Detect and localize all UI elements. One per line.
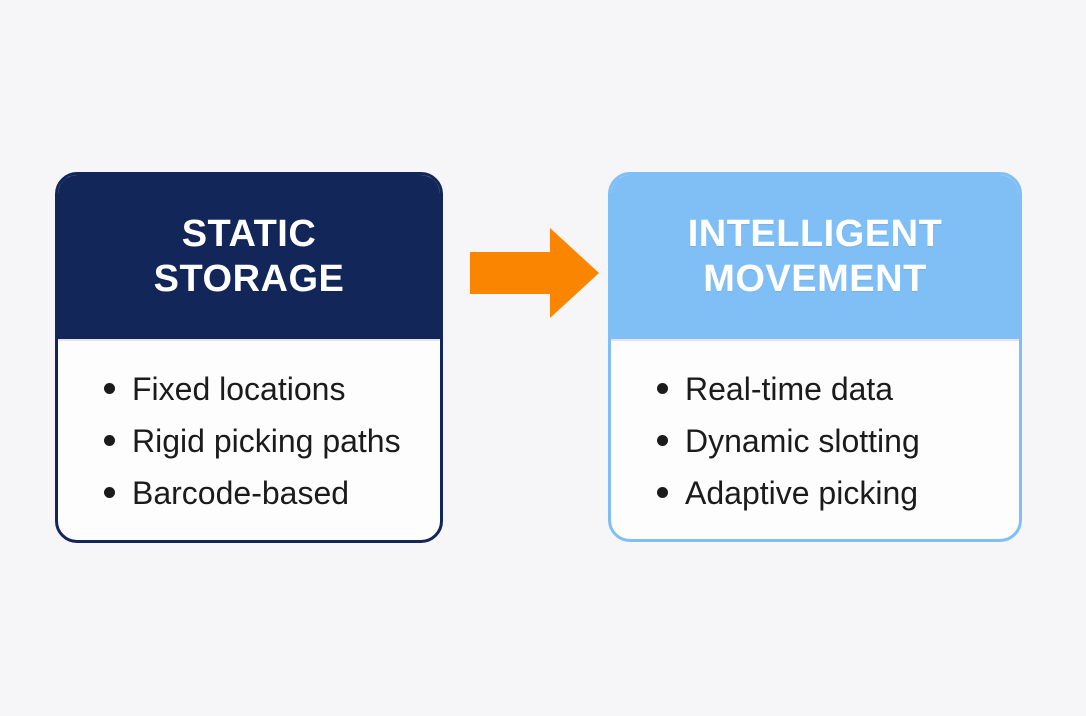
list-item: Barcode-based <box>104 467 440 519</box>
list-item-label: Fixed locations <box>132 370 346 407</box>
list-item: Fixed locations <box>104 363 440 415</box>
list-item: Real-time data <box>657 363 1019 415</box>
bullet-icon <box>104 487 115 498</box>
bullet-icon <box>657 487 668 498</box>
list-item: Rigid picking paths <box>104 415 440 467</box>
card-static-storage: STATIC STORAGE Fixed locations Rigid pic… <box>55 172 443 543</box>
list-item-label: Dynamic slotting <box>685 422 920 459</box>
bullet-icon <box>657 435 668 446</box>
list-item: Adaptive picking <box>657 467 1019 519</box>
list-item-label: Real-time data <box>685 370 894 407</box>
bullet-icon <box>104 435 115 446</box>
list-item-label: Barcode-based <box>132 474 350 511</box>
card-static-storage-title-line-2: STORAGE <box>153 258 345 300</box>
bullet-icon <box>104 383 115 394</box>
card-intelligent-movement-header: INTELLIGENT MOVEMENT <box>611 175 1019 341</box>
right-arrow-icon <box>470 228 599 318</box>
card-intelligent-movement: INTELLIGENT MOVEMENT Real-time data Dyna… <box>608 172 1022 542</box>
bullet-icon <box>657 383 668 394</box>
list-item-label: Adaptive picking <box>685 474 919 511</box>
card-static-storage-header: STATIC STORAGE <box>58 175 440 341</box>
card-intelligent-movement-title-line-1: INTELLIGENT <box>687 213 943 255</box>
list-item: Dynamic slotting <box>657 415 1019 467</box>
card-static-storage-body: Fixed locations Rigid picking paths Barc… <box>58 341 440 540</box>
static-storage-bullet-list: Fixed locations Rigid picking paths Barc… <box>104 363 440 519</box>
list-item-label: Rigid picking paths <box>132 422 401 459</box>
card-static-storage-title-line-1: STATIC <box>181 213 317 255</box>
card-intelligent-movement-body: Real-time data Dynamic slotting Adaptive… <box>611 341 1019 539</box>
card-intelligent-movement-title-line-2: MOVEMENT <box>703 258 927 300</box>
intelligent-movement-bullet-list: Real-time data Dynamic slotting Adaptive… <box>657 363 1019 519</box>
